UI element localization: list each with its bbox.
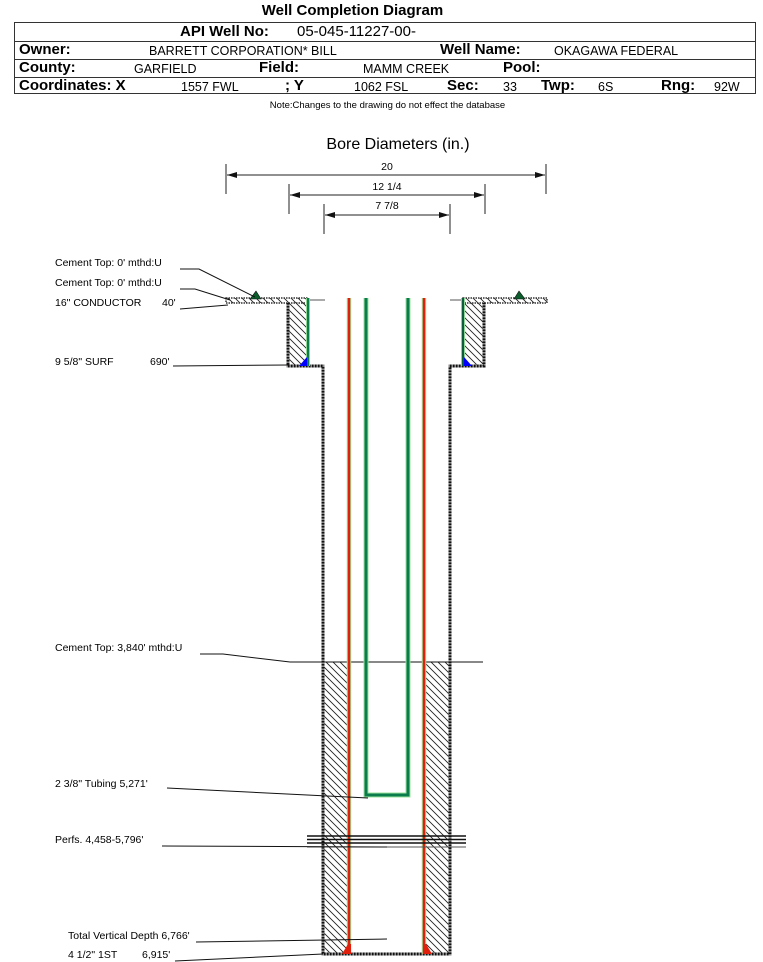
surface-shoe-right-icon <box>464 357 472 366</box>
header-row-owner: Owner: BARRETT CORPORATION* BILL Well Na… <box>15 41 755 60</box>
leader-tvd <box>195 938 388 943</box>
production-cement-left <box>323 662 347 954</box>
label-cement-top-3: Cement Top: 3,840' mthd:U <box>55 642 182 654</box>
page-title: Well Completion Diagram <box>261 2 444 19</box>
leader-tubing <box>166 787 369 799</box>
production-shoe-left-icon <box>342 944 351 954</box>
twp-value: 6S <box>598 80 614 94</box>
dimension-12-1-4: 12 1/4 <box>288 181 486 214</box>
county-value: GARFIELD <box>134 62 197 76</box>
leader-surface-casing <box>172 364 289 367</box>
conductor-flange-left <box>225 297 309 304</box>
dimension-label: 7 7/8 <box>375 200 399 212</box>
bore-diameters-title: Bore Diameters (in.) <box>326 136 469 153</box>
coord-x-value: 1557 FWL <box>181 80 239 94</box>
dimension-label: 20 <box>381 161 393 173</box>
conductor-flange-right <box>462 297 548 304</box>
field-value: MAMM CREEK <box>363 62 450 76</box>
leader-cement-top-3 <box>200 653 291 663</box>
header-row-county: County: GARFIELD Field: MAMM CREEK Pool: <box>15 59 755 78</box>
label-conductor-name: 16" CONDUCTOR <box>55 297 142 309</box>
label-production-depth: 6,915' <box>142 949 170 961</box>
leader-cement-top-2 <box>180 288 231 301</box>
leader-conductor <box>179 304 229 310</box>
well-header-table: API Well No: 05-045-11227-00- Owner: BAR… <box>14 22 756 94</box>
owner-value: BARRETT CORPORATION* BILL <box>149 44 337 58</box>
label-tvd: Total Vertical Depth 6,766' <box>68 930 190 942</box>
header-row-api: API Well No: 05-045-11227-00- <box>15 23 755 42</box>
label-production-name: 4 1/2" 1ST <box>68 949 118 961</box>
dimension-20: 20 <box>225 161 547 194</box>
conductor-cement-left <box>288 303 308 366</box>
rng-value: 92W <box>714 80 740 94</box>
label-surface-name: 9 5/8" SURF <box>55 356 114 368</box>
well-name-value: OKAGAWA FEDERAL <box>554 44 679 58</box>
rng-label: Rng: <box>661 77 696 94</box>
dimension-label: 12 1/4 <box>372 181 401 193</box>
well-name-label: Well Name: <box>440 41 521 58</box>
label-tubing: 2 3/8" Tubing 5,271' <box>55 778 148 790</box>
leader-production-casing <box>174 953 324 962</box>
dimension-7-7-8: 7 7/8 <box>323 200 451 234</box>
bore-wall-pattern <box>286 303 486 956</box>
header-row-coordinates: Coordinates: X 1557 FWL ; Y 1062 FSL Sec… <box>15 77 755 95</box>
bore-wall <box>286 303 486 956</box>
database-note: Note:Changes to the drawing do not effec… <box>269 100 506 111</box>
coord-x-label: Coordinates: X <box>19 77 126 94</box>
cement-top-marker-right-icon <box>513 290 526 300</box>
cement-top-marker-left-icon <box>249 290 262 300</box>
coord-y-value: 1062 FSL <box>354 80 409 94</box>
tubing-halo <box>363 298 411 798</box>
sec-label: Sec: <box>447 77 479 94</box>
label-perfs: Perfs. 4,458-5,796' <box>55 834 143 846</box>
conductor-cement-right <box>463 303 484 366</box>
tubing-string <box>364 298 410 797</box>
label-conductor-depth: 40' <box>162 297 176 309</box>
surface-shoe-left-icon <box>299 357 307 366</box>
production-shoe-right-icon <box>423 944 432 954</box>
leader-perfs <box>161 845 388 848</box>
api-label: API Well No: <box>180 23 269 40</box>
label-cement-top-2: Cement Top: 0' mthd:U <box>55 277 162 289</box>
county-label: County: <box>19 59 76 76</box>
production-cement-right <box>426 662 450 954</box>
pool-label: Pool: <box>503 59 541 76</box>
sec-value: 33 <box>503 80 517 94</box>
label-surface-depth: 690' <box>150 356 170 368</box>
twp-label: Twp: <box>541 77 575 94</box>
api-value: 05-045-11227-00- <box>297 23 416 40</box>
field-label: Field: <box>259 59 299 76</box>
coord-y-label: ; Y <box>285 77 304 94</box>
leader-cement-top-1 <box>180 268 256 298</box>
label-cement-top-1: Cement Top: 0' mthd:U <box>55 257 162 269</box>
owner-label: Owner: <box>19 41 71 58</box>
